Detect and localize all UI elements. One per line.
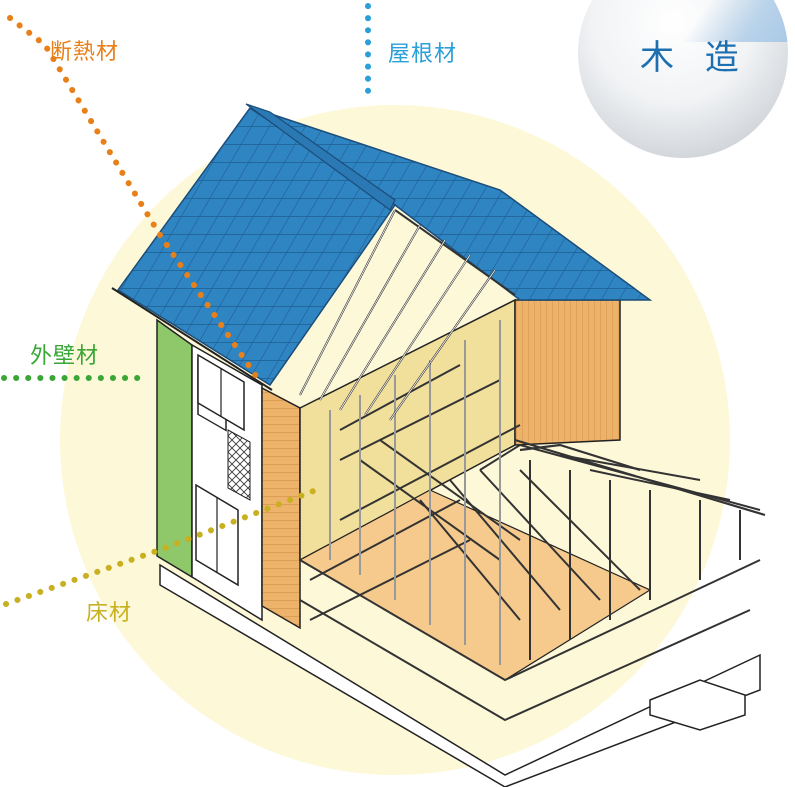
porch-rafters — [514, 438, 766, 517]
flooring-callout-line — [3, 487, 319, 607]
house-foundation — [159, 563, 761, 787]
callout-lines — [1, 3, 371, 607]
roofing-label: 屋根材 — [388, 42, 458, 67]
wood-siding-front — [261, 386, 301, 630]
wood-siding-right — [514, 299, 621, 446]
eaves — [111, 287, 273, 391]
badge-label: 木 造 — [640, 38, 749, 78]
roof-ridge — [245, 103, 396, 211]
exterior-wall-label: 外壁材 — [30, 344, 100, 369]
flooring-label: 床材 — [86, 601, 133, 626]
insulation-callout-line — [7, 15, 265, 388]
lattice-panel — [227, 429, 251, 501]
insulation-label: 断熱材 — [50, 40, 120, 65]
entrance-step — [649, 679, 746, 731]
